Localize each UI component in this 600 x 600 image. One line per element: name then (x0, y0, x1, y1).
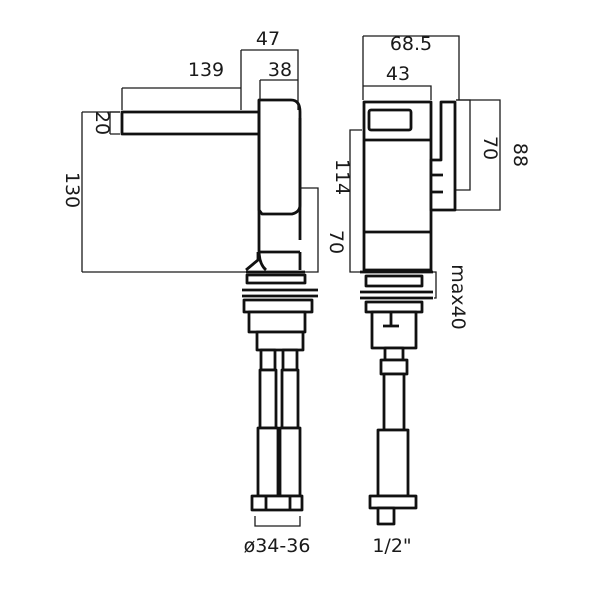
front-nut-plate (364, 300, 424, 314)
label-43: 43 (386, 63, 410, 85)
dim-line-70-side (300, 187, 319, 273)
shank (255, 330, 305, 352)
dim-line-139 (121, 87, 241, 110)
dim-line-43 (363, 85, 432, 100)
front-spout-opening (367, 108, 413, 132)
label-connection-size: 1/2" (372, 535, 411, 557)
label-20: 20 (91, 111, 113, 135)
spout (120, 110, 261, 136)
hose-connector-right (281, 348, 299, 372)
front-lever (429, 100, 457, 212)
front-hose-upper (382, 372, 406, 432)
hose-end-divider (264, 496, 292, 510)
body-back (257, 100, 267, 272)
label-130: 130 (61, 172, 83, 208)
hose-right-upper (280, 368, 300, 430)
hose-left-lower (256, 426, 280, 498)
dim-line-130 (81, 111, 246, 273)
dim-line-88 (456, 99, 501, 211)
front-lever-detail (431, 173, 443, 194)
nut-plate (242, 298, 314, 314)
label-38: 38 (268, 59, 292, 81)
hose-ends (250, 494, 304, 512)
label-68-5: 68.5 (390, 33, 432, 55)
front-connector (383, 346, 405, 362)
front-washers (360, 290, 433, 300)
hose-left-upper (258, 368, 278, 430)
label-114: 114 (331, 159, 353, 195)
label-47: 47 (256, 28, 280, 50)
dim-line-38 (259, 79, 298, 100)
front-view: 68.5 43 70 88 114 max40 1/2" (331, 33, 531, 557)
dim-line-47 (240, 49, 299, 110)
label-70-side: 70 (325, 230, 347, 254)
flange (245, 273, 307, 285)
front-bolt (383, 312, 399, 328)
dim-line-max40 (433, 271, 437, 299)
front-nut-body (370, 310, 418, 350)
hose-connector-left (259, 348, 277, 372)
dim-line-70-front (456, 99, 471, 191)
front-hose-lower (376, 428, 410, 498)
front-connector-2 (379, 358, 409, 376)
front-body (362, 100, 433, 272)
side-view: 47 38 139 20 130 70 ø34-36 (61, 28, 347, 557)
label-hole-diameter: ø34-36 (244, 535, 311, 557)
label-max40: max40 (447, 264, 469, 330)
handle-block (257, 98, 302, 216)
hose-right-lower (278, 426, 302, 498)
front-flange (364, 274, 424, 288)
body-base-curve (245, 252, 260, 272)
front-thread (376, 506, 396, 526)
label-139: 139 (188, 59, 224, 81)
dim-line-114 (349, 129, 362, 273)
dim-line-68-5 (362, 35, 460, 100)
label-88: 88 (509, 143, 531, 167)
nut-body (247, 310, 307, 334)
label-70-front: 70 (479, 136, 501, 160)
dim-line-hole (254, 516, 301, 527)
front-hose-end (368, 494, 418, 510)
